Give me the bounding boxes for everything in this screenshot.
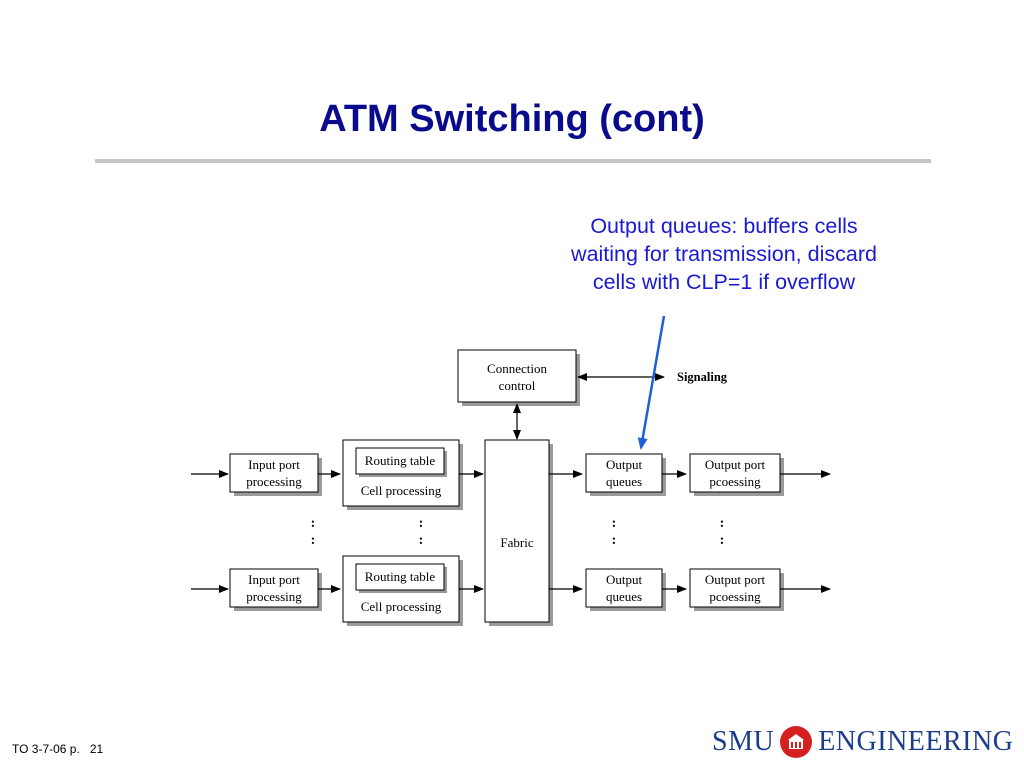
output-port-box-bottom: Output port pcoessing	[689, 568, 784, 611]
output-port-label: Output port	[705, 457, 766, 472]
smu-engineering-logo: SMU ENGINEERING	[712, 722, 1013, 762]
output-port-box-top: Output port pcoessing	[689, 453, 784, 496]
page-number: 21	[89, 742, 104, 756]
output-queues-annotation: Output queues: buffers cells waiting for…	[520, 212, 928, 296]
routing-table-label: Routing table	[365, 569, 436, 584]
annotation-line-3: cells with CLP=1 if overflow	[592, 270, 856, 294]
output-port-label-2: pcoessing	[709, 589, 761, 604]
fabric-label: Fabric	[500, 535, 533, 550]
logo-text-engineering: ENGINEERING	[818, 726, 1014, 757]
slide-footer: TO 3-7-06 p. 21	[12, 742, 103, 756]
slide-title: ATM Switching (cont)	[319, 98, 705, 140]
svg-text::: :	[419, 516, 424, 531]
connection-control-box: Connection control	[457, 349, 580, 406]
input-port-box-top: Input port processing	[229, 453, 322, 496]
input-port-label-2: processing	[246, 589, 302, 604]
cell-processing-label: Cell processing	[361, 483, 442, 498]
output-queues-label-2: queues	[606, 474, 642, 489]
routing-table-label: Routing table	[365, 453, 436, 468]
annotation-line-2: waiting for transmission, discard	[571, 242, 877, 266]
input-port-label: Input port	[248, 572, 300, 587]
input-port-box-bottom: Input port processing	[229, 568, 322, 611]
svg-text::: :	[311, 533, 316, 548]
output-queues-label: Output	[606, 572, 643, 587]
input-port-label: Input port	[248, 457, 300, 472]
svg-text::: :	[311, 516, 316, 531]
title-divider	[95, 159, 931, 163]
connection-control-label-2: control	[499, 378, 536, 393]
connection-control-label-1: Connection	[487, 361, 547, 376]
output-queues-label-2: queues	[606, 589, 642, 604]
cell-processing-label: Cell processing	[361, 599, 442, 614]
fabric-box: Fabric	[484, 439, 553, 626]
svg-text::: :	[720, 533, 725, 548]
annotation-pointer-arrow	[637, 315, 666, 450]
output-port-label: Output port	[705, 572, 766, 587]
logo-text-smu: SMU	[712, 726, 775, 757]
cell-processing-box-top: Routing table Cell processing	[342, 439, 463, 510]
annotation-line-1: Output queues: buffers cells	[590, 214, 858, 238]
output-queues-box-bottom: Output queues	[585, 568, 666, 611]
smu-seal-icon	[780, 726, 813, 758]
output-queues-box-top: Output queues	[585, 453, 666, 496]
cell-processing-box-bottom: Routing table Cell processing	[342, 555, 463, 626]
ellipsis-markers: : : : : : : : :	[311, 516, 725, 548]
output-port-label-2: pcoessing	[709, 474, 761, 489]
svg-text::: :	[419, 533, 424, 548]
svg-text::: :	[612, 533, 617, 548]
signaling-label: Signaling	[677, 370, 728, 384]
output-queues-label: Output	[606, 457, 643, 472]
input-port-label-2: processing	[246, 474, 302, 489]
footer-course-label: TO 3-7-06 p.	[12, 742, 80, 756]
svg-text::: :	[720, 516, 725, 531]
svg-text::: :	[612, 516, 617, 531]
